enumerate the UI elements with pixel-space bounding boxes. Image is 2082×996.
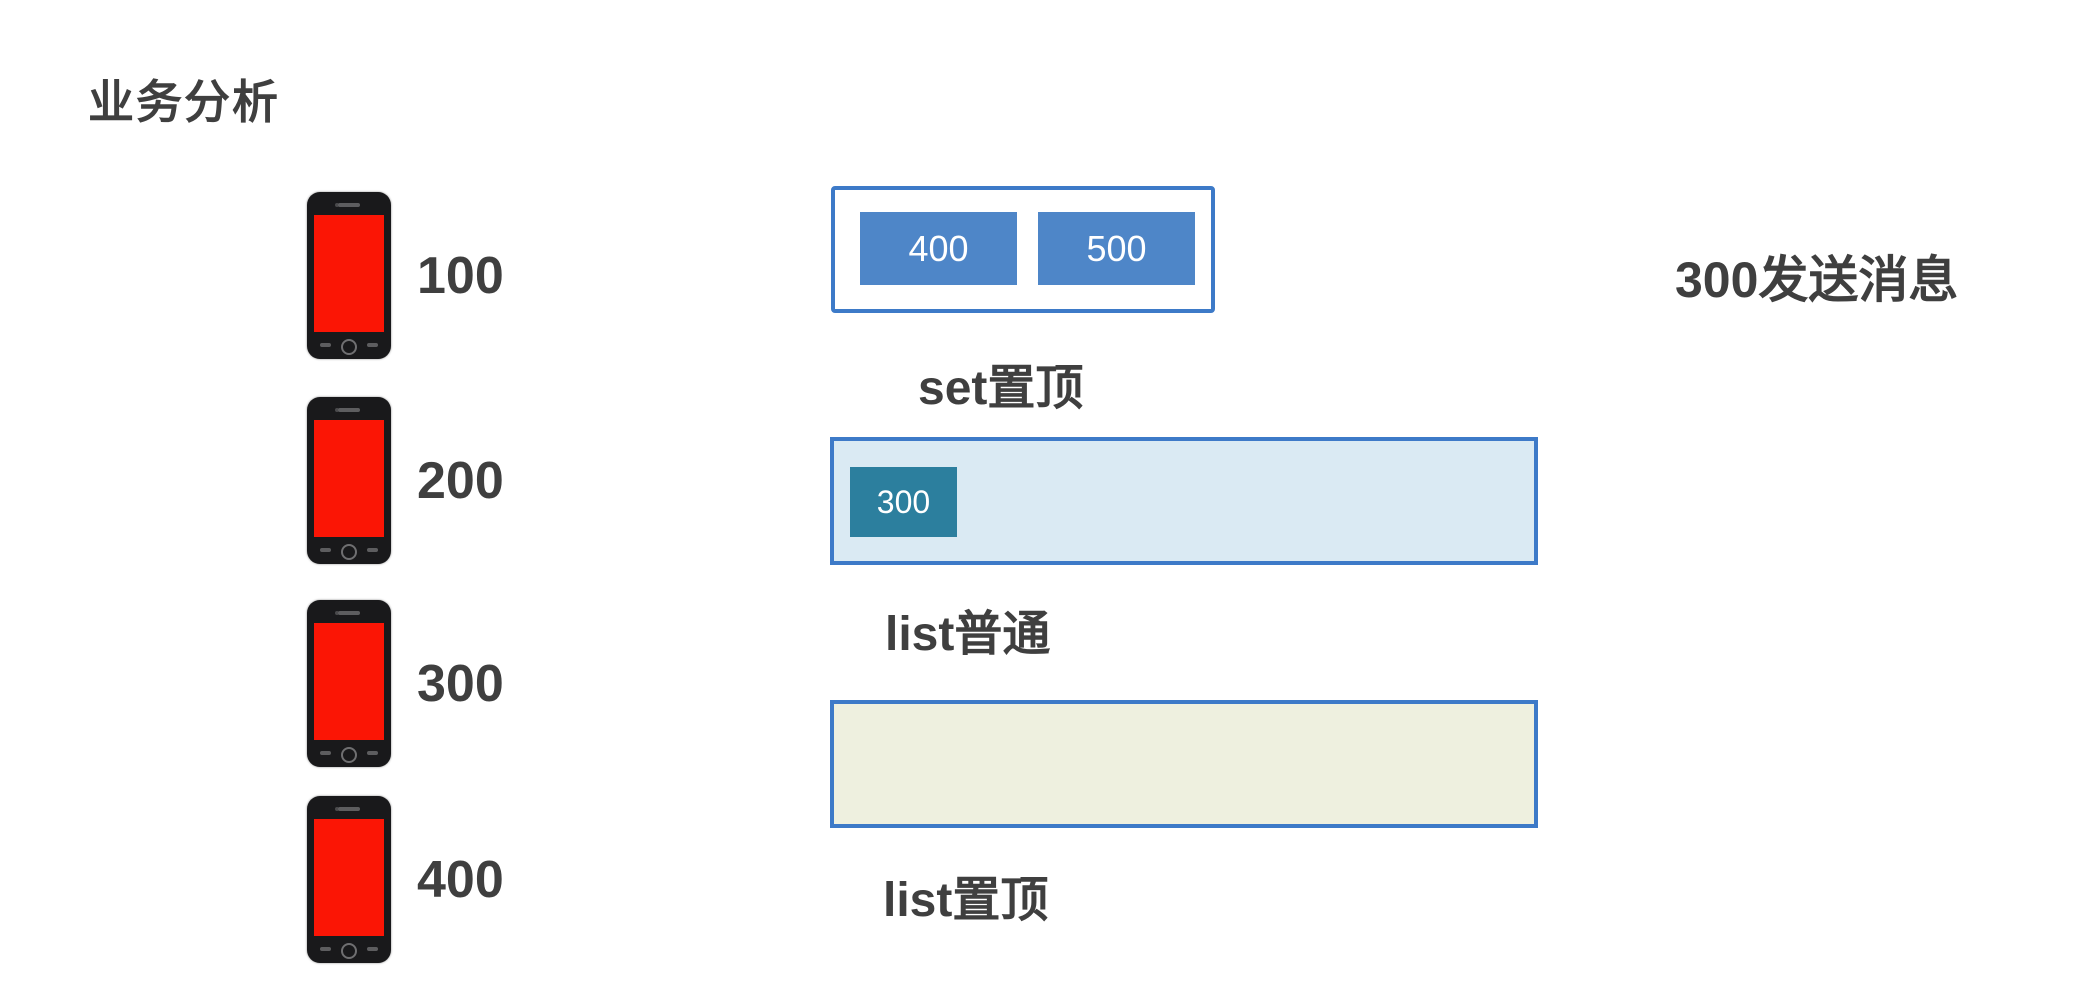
phone-screen	[314, 215, 384, 332]
phone-speaker-icon	[338, 203, 360, 207]
phone-home-button	[341, 943, 357, 959]
phone-camera-dot	[335, 611, 339, 615]
list-normal-container: 300	[830, 437, 1538, 565]
phone-back-key-icon	[320, 343, 331, 347]
set-top-container: 400 500	[831, 186, 1215, 313]
phone-back-key-icon	[320, 548, 331, 552]
phone-speaker-icon	[338, 611, 360, 615]
set-member-chip: 500	[1038, 212, 1195, 285]
phone-home-button	[341, 544, 357, 560]
client-row-200: 200	[307, 397, 504, 564]
phone-menu-key-icon	[367, 947, 378, 951]
client-id-label: 300	[417, 654, 504, 713]
phone-speaker-icon	[338, 408, 360, 412]
phone-home-button	[341, 339, 357, 355]
phone-screen	[314, 623, 384, 740]
client-id-label: 200	[417, 451, 504, 510]
client-id-label: 100	[417, 246, 504, 305]
phone-menu-key-icon	[367, 548, 378, 552]
client-id-label: 400	[417, 850, 504, 909]
set-top-caption: set置顶	[918, 362, 1084, 415]
client-row-400: 400	[307, 796, 504, 963]
phone-menu-key-icon	[367, 343, 378, 347]
phone-camera-dot	[335, 408, 339, 412]
phone-icon	[307, 796, 391, 963]
phone-screen	[314, 819, 384, 936]
list-top-container	[830, 700, 1538, 828]
list-member-chip: 300	[850, 467, 957, 537]
set-member-chip: 400	[860, 212, 1017, 285]
phone-icon	[307, 397, 391, 564]
phone-menu-key-icon	[367, 751, 378, 755]
phone-screen	[314, 420, 384, 537]
client-row-100: 100	[307, 192, 504, 359]
list-top-caption: list置顶	[883, 874, 1049, 927]
send-message-note: 300发送消息	[1675, 252, 1959, 308]
phone-camera-dot	[335, 203, 339, 207]
phone-home-button	[341, 747, 357, 763]
phone-icon	[307, 600, 391, 767]
client-row-300: 300	[307, 600, 504, 767]
phone-camera-dot	[335, 807, 339, 811]
phone-speaker-icon	[338, 807, 360, 811]
list-normal-caption: list普通	[885, 608, 1051, 661]
phone-back-key-icon	[320, 751, 331, 755]
phone-icon	[307, 192, 391, 359]
phone-back-key-icon	[320, 947, 331, 951]
page-title: 业务分析	[88, 76, 280, 128]
